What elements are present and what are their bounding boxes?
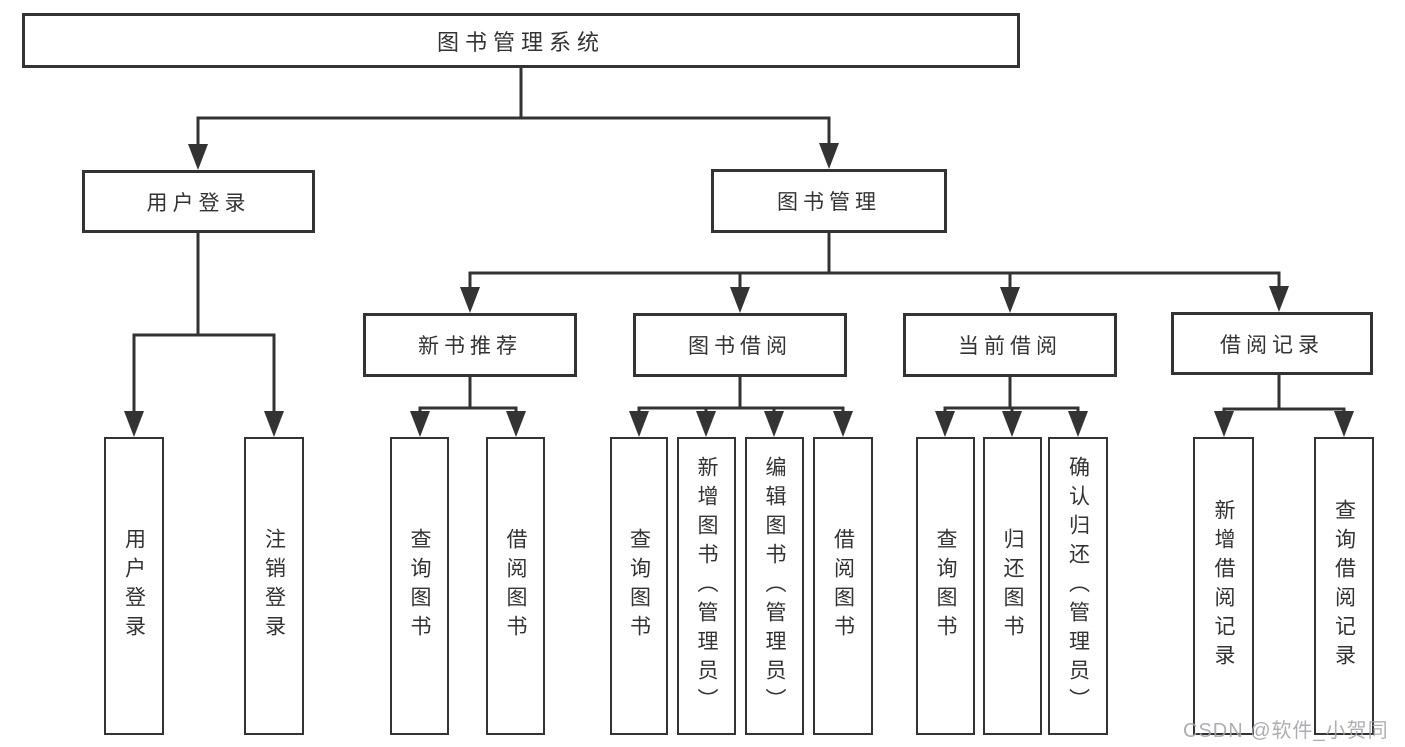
leaf-newbook-borrow-books: 借阅图书 xyxy=(486,437,545,735)
arrowhead xyxy=(935,411,955,437)
leaf-records-query-record: 查询借阅记录 xyxy=(1314,437,1374,735)
leaf-label: 查询图书 xyxy=(627,528,651,644)
leaf-borrow-edit-books-admin: 编辑图书（管理员） xyxy=(745,437,804,735)
node-new-book-recommend: 新书推荐 xyxy=(363,313,577,377)
node-current-borrow: 当前借阅 xyxy=(903,313,1117,377)
arrowhead xyxy=(1334,411,1354,437)
connector-borrow-records-fork xyxy=(1222,373,1346,416)
arrowhead xyxy=(1068,411,1088,437)
node-library-management-system: 图书管理系统 xyxy=(22,13,1020,68)
node-book-borrow: 图书借阅 xyxy=(633,313,847,377)
leaf-borrow-borrow-books: 借阅图书 xyxy=(813,437,873,735)
leaf-logout: 注销登录 xyxy=(244,437,304,735)
leaf-label: 借阅图书 xyxy=(831,528,855,644)
arrowhead xyxy=(1269,286,1289,312)
node-book-management: 图书管理 xyxy=(711,169,947,233)
connector-book-borrow-fork xyxy=(637,375,845,416)
node-borrow-records: 借阅记录 xyxy=(1171,312,1373,375)
connector-root-fork xyxy=(196,64,831,149)
arrowhead xyxy=(410,411,430,437)
connector-user-login-fork xyxy=(132,231,276,416)
connector-current-borrow-fork xyxy=(943,375,1080,416)
leaf-label: 查询图书 xyxy=(934,528,957,644)
leaf-label: 用户登录 xyxy=(122,528,146,644)
arrowhead xyxy=(819,143,839,169)
leaf-current-confirm-return-admin: 确认归还（管理员） xyxy=(1048,437,1108,735)
leaf-label: 注销登录 xyxy=(262,528,286,644)
leaf-label: 查询借阅记录 xyxy=(1332,499,1356,673)
connector-book-management-fork xyxy=(468,231,1281,292)
arrowhead xyxy=(833,411,853,437)
csdn-watermark: CSDN @软件_小贺同学 xyxy=(1183,720,1389,742)
leaf-current-return-books: 归还图书 xyxy=(983,437,1042,735)
arrowhead xyxy=(460,287,480,313)
arrowhead xyxy=(764,411,784,437)
arrowhead xyxy=(696,411,716,437)
leaf-borrow-query-books: 查询图书 xyxy=(610,437,668,735)
leaf-label: 归还图书 xyxy=(1001,528,1024,644)
leaf-borrow-add-books-admin: 新增图书（管理员） xyxy=(677,437,736,735)
leaf-label: 查询图书 xyxy=(408,528,431,644)
node-user-login: 用户登录 xyxy=(82,170,315,233)
arrowhead xyxy=(506,411,526,437)
arrowhead xyxy=(264,411,284,437)
arrowhead xyxy=(124,411,144,437)
leaf-label: 借阅图书 xyxy=(504,528,527,644)
arrowhead xyxy=(1002,411,1022,437)
arrowhead xyxy=(188,144,208,170)
arrowhead xyxy=(1214,411,1234,437)
arrowhead xyxy=(1000,287,1020,313)
leaf-newbook-query-books: 查询图书 xyxy=(390,437,449,735)
arrowhead xyxy=(730,287,750,313)
leaf-current-query-books: 查询图书 xyxy=(916,437,975,735)
arrowhead xyxy=(629,411,649,437)
leaf-records-add-record: 新增借阅记录 xyxy=(1193,437,1254,735)
leaf-user-login: 用户登录 xyxy=(104,437,164,735)
leaf-label: 确认归还（管理员） xyxy=(1066,455,1090,717)
leaf-label: 新增借阅记录 xyxy=(1212,499,1235,673)
leaf-label: 编辑图书（管理员） xyxy=(763,455,786,717)
connector-new-book-fork xyxy=(418,375,518,416)
leaf-label: 新增图书（管理员） xyxy=(695,455,718,717)
